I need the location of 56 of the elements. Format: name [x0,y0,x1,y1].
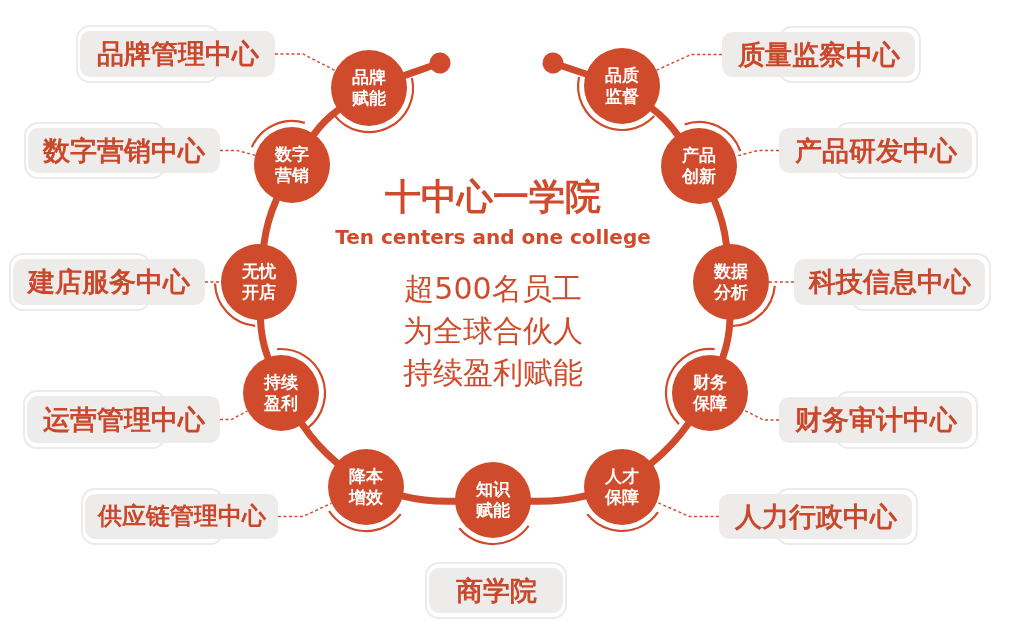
ring-line [298,421,341,467]
node-label: 商学院 [455,574,537,606]
rounded-box [719,494,912,539]
node-label: 无忧开店 [241,261,277,303]
leader-line [274,53,336,72]
node-label: 质量监察中心 [737,38,900,70]
leader-line [735,149,780,157]
rounded-box [28,128,220,173]
diagram-title: 十中心一学院 [384,175,602,219]
node-label: 财务审计中心 [794,404,957,436]
node-label: 科技信息中心 [808,266,971,298]
rounded-box [779,128,972,173]
node-label: 数字营销 [274,144,310,186]
subtitle-text: Ten centers and one college [334,224,652,251]
rounded-box [13,259,205,305]
ring-line [310,106,342,138]
node-label: 产品创新 [681,145,717,187]
node-label: 人力行政中心 [734,500,897,532]
node-label: 数字营销中心 [43,134,205,166]
ring-line [401,52,451,79]
circle-node [672,355,748,431]
node-label: 财务保障 [692,372,728,414]
circle-node [243,355,319,431]
leader-line [277,502,333,518]
node-label: 品牌管理中心 [96,38,259,70]
circle-node [584,48,660,124]
node-label: 产品研发中心 [794,134,957,166]
leader-line [655,53,723,71]
node-label: 知识赋能 [475,479,511,521]
ring-line [648,420,692,467]
leader-line [219,410,249,421]
node-label: 降本增效 [348,466,384,508]
leader-line [768,281,795,283]
node-label: 持续盈利 [263,372,299,414]
node-label: 人才保障 [604,466,640,508]
ring-line [648,105,681,139]
ring-line [542,52,590,78]
leader-line [219,149,256,156]
node-label: 建店服务中心 [28,266,190,298]
node-label: 数据分析 [713,261,749,303]
rounded-box [85,494,278,539]
node-label: 运营管理中心 [42,403,205,435]
rounded-box [794,259,985,305]
rounded-box [779,397,972,443]
leader-line [204,281,222,283]
circle-node [328,449,404,525]
circle-node [331,50,407,126]
rounded-box [27,396,220,443]
node-label: 品牌赋能 [351,67,387,109]
body-text: 超500名员工为全球合伙人持续盈利赋能 [402,270,584,392]
node-label: 品质监督 [604,65,640,107]
leader-line [743,409,780,421]
node-label: 供应链管理中心 [97,502,266,531]
rounded-box [722,32,915,77]
leader-line [656,501,720,518]
rounded-box [80,31,275,77]
